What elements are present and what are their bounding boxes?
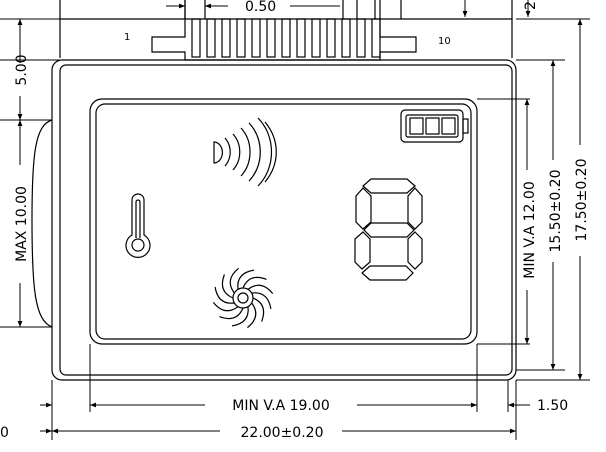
pin-first-label: 1 [124,32,130,43]
dimension-lines [17,0,583,434]
module-inner-outline [59,64,513,376]
dim-height-inner: 15.50±0.20 [548,170,564,253]
dim-overall-width: 22.00±0.20 [241,425,324,441]
fpc-pin [281,18,291,58]
nfc-waves-icon [213,117,277,187]
fpc-pin [191,18,201,58]
fpc-pins [184,0,402,58]
fpc-pin [371,18,381,58]
side-flex [31,119,53,328]
module-outline [51,59,517,381]
fan-hub-inner [237,292,249,304]
fan-swirl-icon [212,267,274,329]
dim-top-offset: 5.00 [14,54,30,85]
dim-left-height: MAX 10.00 [14,186,30,262]
fan-blade [247,284,274,294]
pin-last-label: 10 [438,36,451,47]
fpc-pin [326,18,336,58]
viewing-area [89,98,478,345]
top-tail-outline [59,0,513,58]
fpc-pin [311,18,321,58]
fpc-pin [356,18,366,58]
fan-blade [214,286,235,304]
fpc-pin [251,18,261,58]
fpc-pin [221,18,231,58]
dim-height-outer: 17.50±0.20 [574,159,590,242]
fan-blade [229,267,239,294]
fan-blade [252,297,265,322]
battery-icon [400,109,469,143]
fpc-pin [206,18,216,58]
viewing-area-inner [95,103,472,340]
fpc-pin [236,18,246,58]
fpc-pin [341,18,351,58]
fan-blade [212,302,239,312]
thermometer-icon [125,193,151,258]
dim-top-right-partial: 2 [523,1,539,10]
extension-lines [0,18,590,440]
dim-bottom-left-partial: 0 [0,425,9,441]
fan-blade [247,302,257,329]
fan-hub [232,287,254,309]
fan-blade [237,269,255,290]
fan-blade [242,276,267,289]
dim-va-width: MIN V.A 19.00 [232,398,329,414]
fpc-pin [296,18,306,58]
dim-va-height: MIN V.A 12.00 [522,181,538,278]
fan-blade [231,306,249,327]
dim-right-offset: 1.50 [537,398,568,414]
seven-segment-digit-icon [354,178,423,281]
pin-pitch-label: 0.50 [245,0,276,15]
fan-blade [221,274,234,299]
fan-blade [251,292,272,310]
fpc-pin [266,18,276,58]
fan-blade [219,307,244,320]
fpc-connector [151,0,417,61]
